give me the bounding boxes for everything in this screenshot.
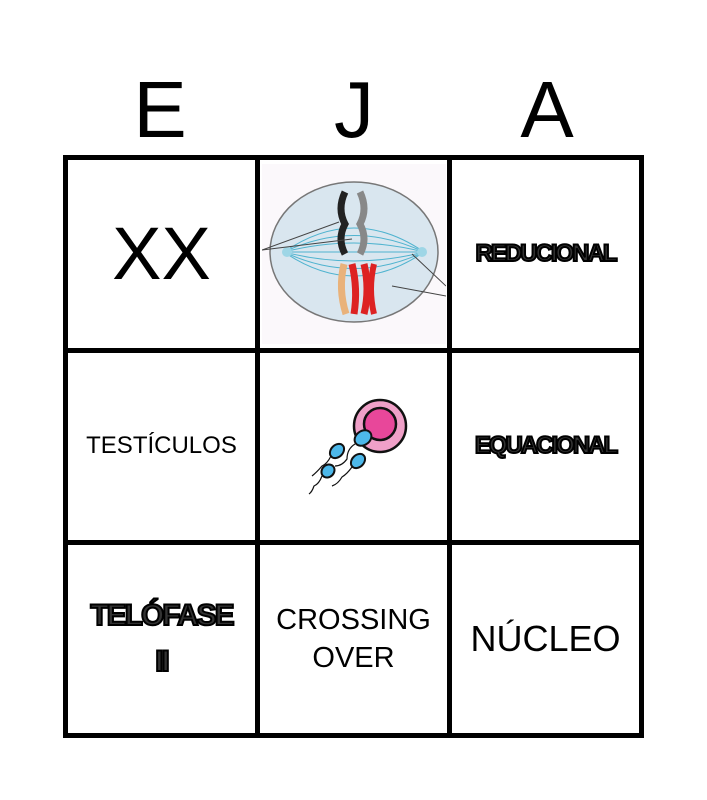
cell-text-line1: CROSSING bbox=[276, 604, 431, 637]
cell-r1c2[interactable] bbox=[260, 160, 447, 348]
cell-text: REDUCIONAL bbox=[475, 239, 619, 268]
cell-r2c2[interactable] bbox=[260, 352, 447, 541]
cell-text: TESTÍCULOS bbox=[86, 432, 237, 460]
cell-r3c1[interactable]: TELÓFASE II bbox=[68, 545, 255, 733]
cell-r1c3[interactable]: REDUCIONAL bbox=[452, 160, 639, 348]
cell-r2c1[interactable]: TESTÍCULOS bbox=[68, 352, 255, 541]
header-letter-a: A bbox=[520, 65, 574, 154]
fertilization-image bbox=[308, 399, 407, 495]
header-letter-e: E bbox=[133, 65, 187, 154]
cell-r3c3[interactable]: NÚCLEO bbox=[452, 545, 639, 733]
cell-text: NÚCLEO bbox=[470, 618, 621, 660]
cell-text: XX bbox=[112, 212, 211, 296]
meiosis-cell-image bbox=[261, 163, 446, 344]
cell-text-line1: TELÓFASE bbox=[89, 598, 235, 633]
cell-text-line2: II bbox=[154, 644, 171, 679]
cell-text: CROSSING OVER bbox=[276, 601, 431, 677]
cell-text: TELÓFASE II bbox=[89, 593, 235, 685]
cell-text: EQUACIONAL bbox=[474, 431, 619, 460]
bingo-grid: XX REDUCIONAL TESTÍCULOS bbox=[63, 155, 644, 738]
cell-text-line2: OVER bbox=[312, 642, 395, 675]
cell-r1c1[interactable]: XX bbox=[68, 160, 255, 348]
cell-r3c2[interactable]: CROSSING OVER bbox=[260, 545, 447, 733]
header-letter-j: J bbox=[334, 65, 374, 154]
cell-r2c3[interactable]: EQUACIONAL bbox=[452, 352, 639, 541]
